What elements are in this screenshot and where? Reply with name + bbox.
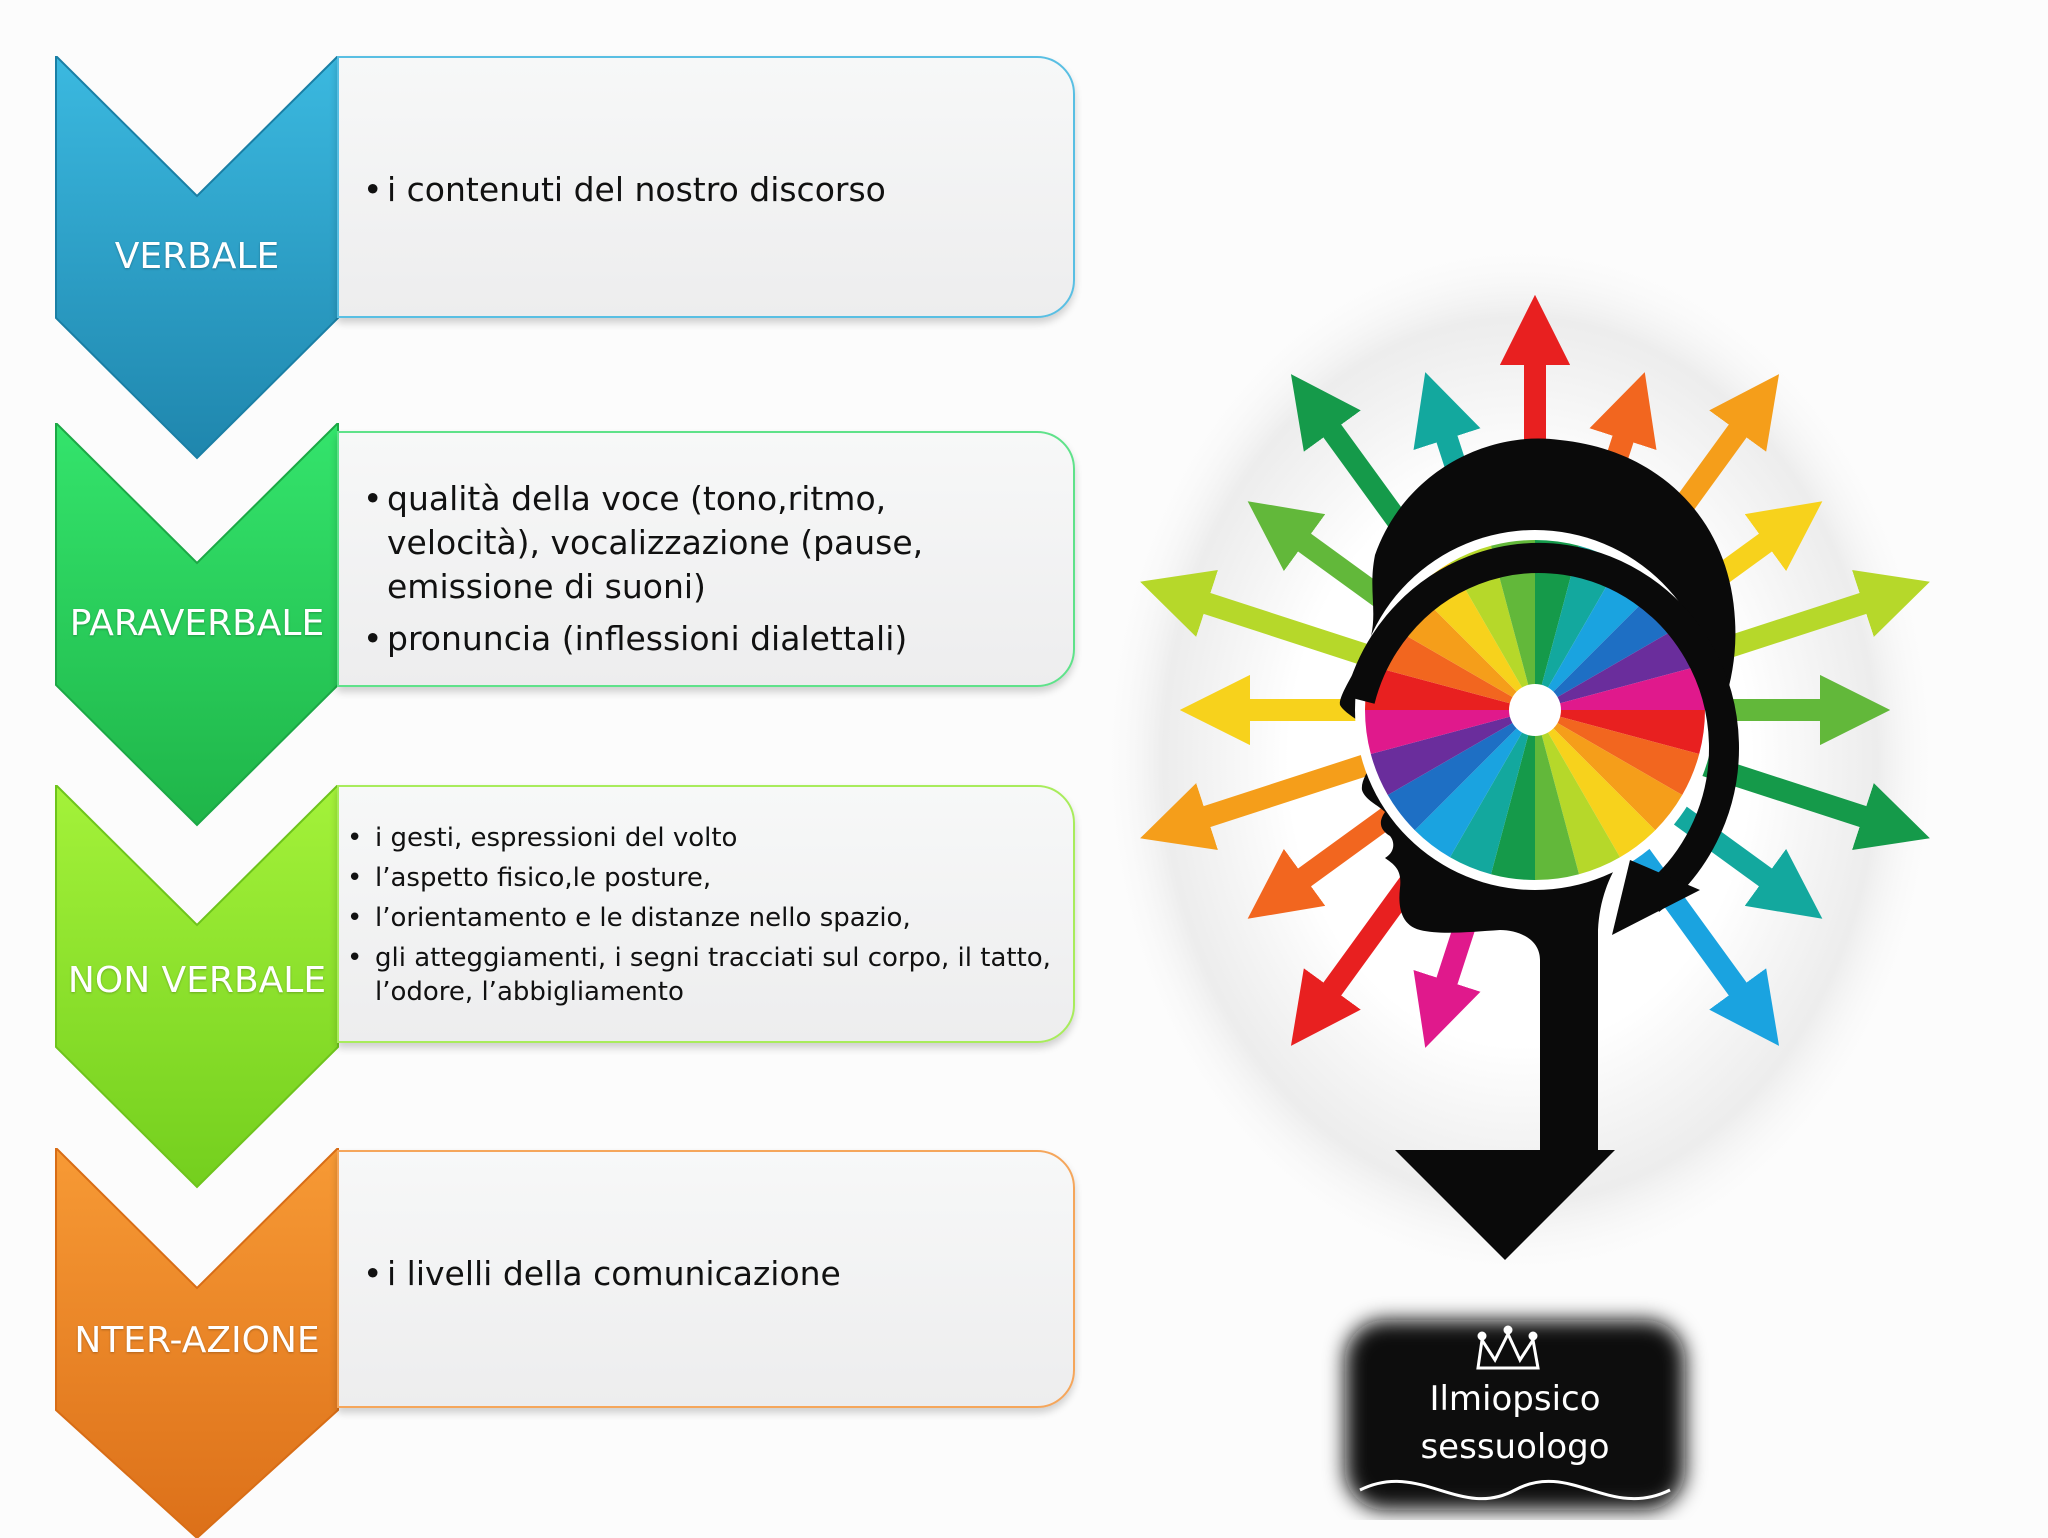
non-verbale-item-4: gli atteggiamenti, i segni tracciati sul… — [347, 941, 1061, 1009]
nter-azione-item-1: i livelli della comunicazione — [363, 1252, 841, 1296]
down-arrow-icon — [1395, 1030, 1615, 1260]
logo-line-1: Ilmiopsico — [1429, 1379, 1600, 1419]
non-verbale-item-3: l’orientamento e le distanze nello spazi… — [347, 901, 1061, 935]
brain-wedge — [1535, 710, 1705, 754]
brain-wedge — [1535, 710, 1683, 831]
brain-wedge — [1450, 710, 1535, 875]
brain-wedge — [1491, 710, 1535, 880]
verbale-item-1: i contenuti del nostro discorso — [363, 168, 886, 212]
brain-wedge — [1535, 710, 1656, 858]
brain-wedge — [1535, 562, 1656, 710]
brain-wedge — [1414, 710, 1535, 858]
verbale-chevron — [55, 56, 339, 460]
paraverbale-item-1: qualità della voce (tono,ritmo, velocità… — [363, 477, 1047, 609]
ray-arrow — [1140, 569, 1396, 675]
brain-wedge — [1535, 710, 1700, 795]
verbale-label: VERBALE — [114, 236, 280, 277]
logo-line-2: sessuologo — [1420, 1427, 1609, 1467]
brain-wedge — [1387, 589, 1535, 710]
brain-wedge — [1535, 666, 1705, 710]
brain-wedge — [1365, 710, 1535, 754]
ray-arrow — [1614, 824, 1780, 1046]
ray-arrow — [1140, 745, 1396, 851]
row-non-verbale: NON VERBALE i gesti, espressioni del vol… — [0, 785, 1100, 1197]
brain-wedge — [1535, 589, 1683, 710]
logo-badge: Ilmiopsico sessuologo — [1345, 1320, 1685, 1510]
non-verbale-item-1: i gesti, espressioni del volto — [347, 821, 1061, 855]
crown-icon — [1476, 1325, 1540, 1370]
paraverbale-label: PARAVERBALE — [69, 603, 325, 644]
nter-azione-chevron — [55, 1148, 339, 1538]
row-nter-azione: NTER-AZIONE i livelli della comunicazion… — [0, 1148, 1100, 1538]
non-verbale-item-2: l’aspetto fisico,le posture, — [347, 861, 1061, 895]
brain-wedge — [1535, 540, 1579, 710]
brain-wedge — [1535, 545, 1620, 710]
brain-center — [1509, 684, 1561, 736]
circular-arrow-head-icon — [1612, 860, 1700, 935]
brain-wedge — [1370, 710, 1535, 795]
verbale-card: i contenuti del nostro discorso — [337, 56, 1075, 318]
row-verbale: VERBALE i contenuti del nostro discorso — [0, 56, 1100, 468]
non-verbale-chevron — [55, 785, 339, 1189]
brain-wedges-icon — [1365, 540, 1705, 880]
circular-arrow-icon — [1345, 543, 1739, 912]
brain-wedge — [1387, 710, 1535, 831]
logo-flourish-icon — [1359, 1479, 1671, 1501]
nter-azione-label: NTER-AZIONE — [74, 1320, 320, 1361]
brain-wedge — [1535, 710, 1579, 880]
non-verbale-label: NON VERBALE — [67, 960, 327, 1001]
brain-wedge — [1535, 710, 1620, 875]
head-illustration: Ilmiopsico sessuologo — [1100, 240, 1940, 1510]
non-verbale-card: i gesti, espressioni del volto l’aspetto… — [337, 785, 1075, 1043]
brain-wedge — [1370, 625, 1535, 710]
row-paraverbale: PARAVERBALE qualità della voce (tono,rit… — [0, 423, 1100, 835]
brain-wedge — [1365, 666, 1535, 710]
paraverbale-card: qualità della voce (tono,ritmo, velocità… — [337, 431, 1075, 687]
brain-wedge — [1535, 625, 1700, 710]
paraverbale-item-2: pronuncia (inflessioni dialettali) — [363, 617, 1047, 661]
nter-azione-card: i livelli della comunicazione — [337, 1150, 1075, 1408]
brain-wedge — [1491, 540, 1535, 710]
